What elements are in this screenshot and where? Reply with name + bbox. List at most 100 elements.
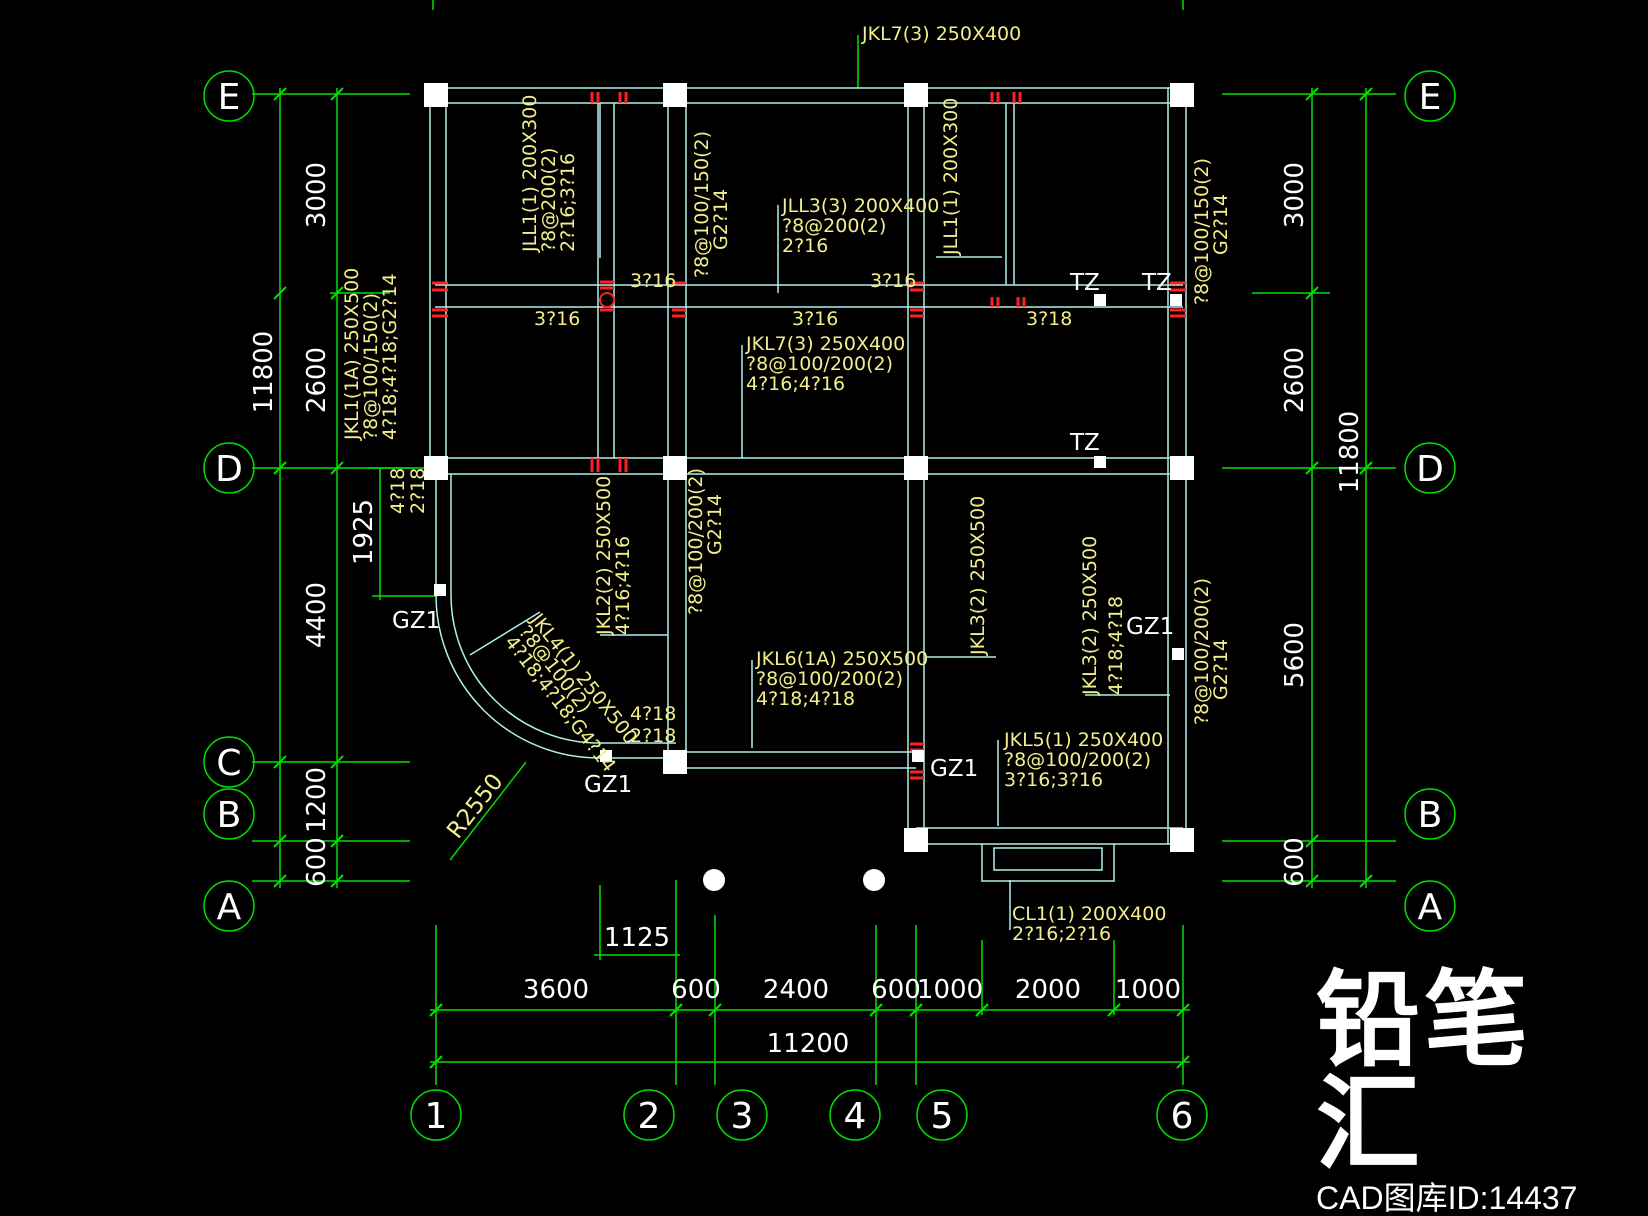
column bbox=[663, 750, 687, 774]
rebar-3-18: 3?18 bbox=[1026, 308, 1072, 330]
beam-cl1-rebar: 2?16;2?16 bbox=[1012, 923, 1111, 945]
dim-600-a: 600 bbox=[671, 975, 721, 1005]
beam-jkl1: JKL1(1A) 250X500 bbox=[341, 268, 363, 441]
dim-2400: 2400 bbox=[763, 975, 829, 1005]
beam-jkl7-mid-stirrup: ?8@100/200(2) bbox=[746, 353, 893, 375]
stirrup-right-g: G2?14 bbox=[1210, 194, 1232, 255]
axis-e-left: E bbox=[218, 77, 241, 118]
axis-a-right: A bbox=[1418, 887, 1443, 928]
stirrup-right: ?8@100/150(2) bbox=[1191, 158, 1213, 305]
column bbox=[1170, 456, 1194, 480]
rebar-marks bbox=[432, 92, 1186, 780]
brand-id-label: CAD图库ID:14437 bbox=[1316, 1180, 1578, 1216]
beam-jkl6-rebar: 4?18;4?18 bbox=[756, 688, 855, 710]
beam-jkl5-rebar: 3?16;3?16 bbox=[1004, 769, 1103, 791]
column bbox=[424, 83, 448, 107]
dim-2600-right: 2600 bbox=[1280, 347, 1310, 413]
beam-jll3-stirrup: ?8@200(2) bbox=[782, 215, 886, 237]
stirrup-col3: ?8@100/200(2) bbox=[685, 468, 707, 615]
beam-layout bbox=[429, 87, 1187, 930]
dim-600-right: 600 bbox=[1280, 837, 1310, 887]
brand-block: 铅笔汇 CAD图库ID:14437 bbox=[1316, 968, 1636, 1216]
marker-tz-2: TZ bbox=[1141, 270, 1172, 296]
beam-jll1-right: JLL1(1) 200X300 bbox=[940, 98, 962, 256]
rebar-left-2-18: 2?18 bbox=[407, 468, 429, 514]
marker-gz1-a: GZ1 bbox=[392, 608, 440, 634]
tz-post bbox=[1094, 456, 1106, 468]
column bbox=[663, 456, 687, 480]
beam-jkl2-rebar: 4?16;4?16 bbox=[612, 536, 634, 635]
axis-3: 3 bbox=[731, 1096, 754, 1137]
axis-2: 2 bbox=[638, 1096, 661, 1137]
marker-gz1-d: GZ1 bbox=[1126, 614, 1174, 640]
column bbox=[904, 83, 928, 107]
column bbox=[904, 828, 928, 852]
tz-post bbox=[1094, 294, 1106, 306]
dim-1125: 1125 bbox=[604, 923, 670, 953]
beam-jkl3-a: JKL3(2) 250X500 bbox=[967, 496, 989, 656]
dim-600-b: 600 bbox=[871, 975, 921, 1005]
dim-3000-right: 3000 bbox=[1280, 162, 1310, 228]
tz-post bbox=[1170, 294, 1182, 306]
beam-jll1-left-stirrup: ?8@200(2) bbox=[538, 148, 560, 252]
stirrup-right-low-g: G2?14 bbox=[1210, 639, 1232, 700]
dim-3600: 3600 bbox=[523, 975, 589, 1005]
beam-jkl7-mid-rebar: 4?16;4?16 bbox=[746, 373, 845, 395]
stirrup-col3-g: G2?14 bbox=[704, 494, 726, 555]
rebar-2-18: 2?18 bbox=[630, 725, 676, 747]
axis-5: 5 bbox=[931, 1096, 954, 1137]
beam-jkl1-rebar: 4?18;4?18;G2?14 bbox=[379, 273, 401, 440]
structural-drawing: E D C B A E D B A 1 2 3 4 5 6 3000 2600 … bbox=[203, 0, 1456, 1141]
dim-1000-b: 1000 bbox=[1115, 975, 1181, 1005]
beam-jll3-rebar: 2?16 bbox=[782, 235, 828, 257]
axis-1: 1 bbox=[425, 1096, 448, 1137]
column bbox=[1170, 828, 1194, 852]
beam-jkl6: JKL6(1A) 250X500 bbox=[755, 648, 928, 670]
beam-jkl5-stirrup: ?8@100/200(2) bbox=[1004, 749, 1151, 771]
beam-cl1: CL1(1) 200X400 bbox=[1012, 903, 1166, 925]
top-beam-label: JKL7(3) 250X400 bbox=[861, 23, 1021, 45]
beam-jll1-left: JLL1(1) 200X300 bbox=[519, 95, 541, 253]
axis-b-right: B bbox=[1418, 795, 1443, 836]
axis-d-right: D bbox=[1416, 449, 1444, 490]
dim-11200: 11200 bbox=[767, 1029, 850, 1059]
gz-post bbox=[600, 750, 612, 762]
beam-jkl2: JKL2(2) 250X500 bbox=[593, 476, 615, 636]
stirrup-col2-g: G2?14 bbox=[710, 189, 732, 250]
beam-jkl7-mid: JKL7(3) 250X400 bbox=[745, 333, 905, 355]
marker-gz1-b: GZ1 bbox=[584, 772, 632, 798]
brand-title: 铅笔汇 bbox=[1316, 959, 1533, 1185]
gz-post bbox=[912, 750, 924, 762]
columns bbox=[424, 83, 1194, 891]
dim-11800-right: 11800 bbox=[1335, 411, 1365, 494]
beam-jkl1-stirrup: ?8@100/150(2) bbox=[360, 293, 382, 440]
rebar-4-18: 4?18 bbox=[630, 703, 676, 725]
axis-labels: E D C B A E D B A 1 2 3 4 5 6 bbox=[215, 77, 1444, 1137]
rebar-left-4-18: 4?18 bbox=[387, 468, 409, 514]
round-column bbox=[703, 869, 725, 891]
round-column bbox=[863, 869, 885, 891]
marker-gz1-c: GZ1 bbox=[930, 756, 978, 782]
stirrup-right-low: ?8@100/200(2) bbox=[1191, 578, 1213, 725]
rebar-3-16-b: 3?16 bbox=[870, 270, 916, 292]
dim-1200-left: 1200 bbox=[302, 767, 332, 833]
beam-jkl6-stirrup: ?8@100/200(2) bbox=[756, 668, 903, 690]
dimension-lines bbox=[203, 0, 1456, 1141]
marker-tz-3: TZ bbox=[1069, 430, 1100, 456]
marker-tz-1: TZ bbox=[1069, 270, 1100, 296]
beam-jkl3-b-rebar: 4?18;4?18 bbox=[1105, 596, 1127, 695]
beam-jkl5: JKL5(1) 250X400 bbox=[1003, 729, 1163, 751]
axis-e-right: E bbox=[1419, 77, 1442, 118]
dim-600-left: 600 bbox=[302, 837, 332, 887]
column bbox=[424, 456, 448, 480]
axis-c-left: C bbox=[216, 743, 241, 784]
dim-1925: 1925 bbox=[349, 499, 379, 565]
beam-jll3: JLL3(3) 200X400 bbox=[781, 195, 939, 217]
rebar-3-16-d: 3?16 bbox=[792, 308, 838, 330]
axis-a-left: A bbox=[217, 887, 242, 928]
column bbox=[904, 456, 928, 480]
gz-post bbox=[1172, 648, 1184, 660]
rebar-3-16-c: 3?16 bbox=[534, 308, 580, 330]
axis-b-left: B bbox=[217, 795, 242, 836]
rebar-3-16-a: 3?16 bbox=[630, 270, 676, 292]
